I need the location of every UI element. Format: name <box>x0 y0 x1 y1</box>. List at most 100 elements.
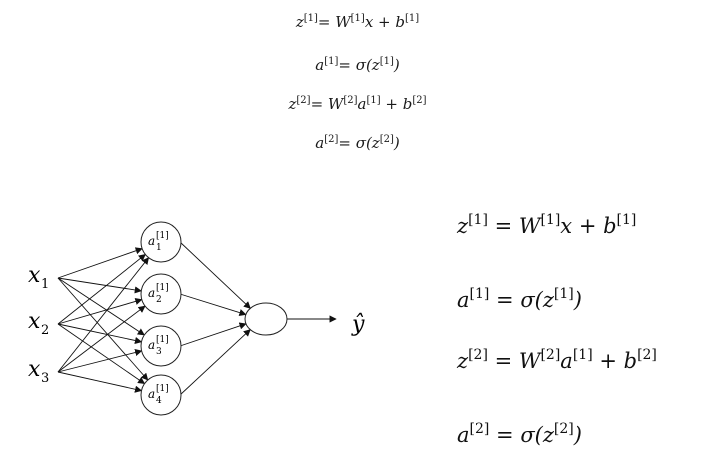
right-equation-4-token-2: ) <box>573 423 582 447</box>
right-equation-1-token-3: [1] <box>616 212 637 228</box>
edge-input-2-to-hidden-3 <box>57 323 143 344</box>
right-equation-2-lhs-superscript: [1] <box>469 286 490 302</box>
edge-hidden-1-to-output <box>179 241 251 309</box>
right-equation-3-token-0: = W <box>487 349 541 373</box>
right-equation-4-lhs: a <box>457 423 470 447</box>
network-nodes <box>140 221 288 416</box>
edge-input-2-to-hidden-4 <box>57 323 146 385</box>
hidden-node-3-label: a <box>148 338 155 352</box>
right-equation-3: z[2] = W[2]a[1] + b[2] <box>457 348 657 372</box>
right-equation-3-token-3: [1] <box>572 347 593 363</box>
top-equation-4-token-0: = σ(z <box>338 134 380 152</box>
right-equation-1-token-0: = W <box>487 214 541 238</box>
right-equation-3-lhs-superscript: [2] <box>468 347 488 363</box>
hidden-node-1-subscript: 1 <box>156 243 162 253</box>
top-equation-3-token-5: [2] <box>412 95 427 106</box>
hidden-node-4 <box>140 374 182 416</box>
right-equation-4-token-1: [2] <box>553 421 574 437</box>
right-equation-3-token-2: a <box>560 349 573 373</box>
right-equation-1-lhs: z <box>457 214 469 238</box>
hidden-node-1 <box>140 221 182 263</box>
hidden-node-2-subscript: 2 <box>156 295 162 305</box>
edge-input-1-to-hidden-1 <box>57 247 143 279</box>
top-equation-3-token-4: + b <box>380 95 413 113</box>
network-edges <box>57 241 337 396</box>
top-equation-2-token-2: ) <box>393 56 400 74</box>
top-equation-3-lhs: z <box>288 95 297 113</box>
input-x1-label: x <box>28 263 41 288</box>
hidden-node-4-subscript: 4 <box>156 396 162 406</box>
top-equation-2-lhs: a <box>315 56 325 74</box>
top-equation-1-lhs-superscript: [1] <box>303 13 318 24</box>
top-equation-2: a[1]= σ(z[1]) <box>0 57 715 73</box>
right-equation-2-lhs: a <box>457 288 470 312</box>
top-equation-4-token-2: ) <box>393 134 400 152</box>
input-x1-subscript: 1 <box>41 277 49 292</box>
right-equation-1-lhs-superscript: [1] <box>468 212 488 228</box>
top-equation-4: a[2]= σ(z[2]) <box>0 135 715 151</box>
top-equation-4-lhs-superscript: [2] <box>324 134 339 145</box>
edge-input-1-to-hidden-2 <box>57 277 142 294</box>
right-equation-2-token-1: [1] <box>553 286 574 302</box>
top-equation-2-token-0: = σ(z <box>338 56 380 74</box>
hidden-node-3-superscript: [1] <box>156 335 169 345</box>
hidden-node-1-superscript: [1] <box>156 231 169 241</box>
top-equation-2-lhs-superscript: [1] <box>324 56 339 67</box>
right-equation-3-token-4: + b <box>592 349 638 373</box>
top-equation-3-token-3: [1] <box>366 95 381 106</box>
hidden-node-3 <box>140 325 182 367</box>
top-equation-1-token-3: [1] <box>405 13 420 24</box>
edge-input-2-to-hidden-2 <box>57 297 143 325</box>
top-equation-1-token-0: = W <box>317 13 351 31</box>
edge-input-1-to-hidden-3 <box>57 277 145 336</box>
top-equation-4-lhs: a <box>315 134 325 152</box>
right-equation-1-token-1: [1] <box>540 212 561 228</box>
edge-hidden-4-to-output <box>179 329 251 396</box>
hidden-node-2 <box>140 273 182 315</box>
hidden-node-2-label: a <box>148 286 155 300</box>
right-equation-1-token-2: x + b <box>560 214 617 238</box>
hidden-node-4-superscript: [1] <box>156 384 169 394</box>
input-x3-subscript: 3 <box>41 371 49 386</box>
hidden-node-4-label: a <box>148 387 155 401</box>
right-equation-2: a[1] = σ(z[1]) <box>457 287 582 311</box>
right-equation-4: a[2] = σ(z[2]) <box>457 422 582 446</box>
right-equation-3-token-1: [2] <box>540 347 561 363</box>
top-equation-3-token-1: [2] <box>343 95 358 106</box>
hidden-node-2-superscript: [1] <box>156 283 169 293</box>
right-equation-3-token-5: [2] <box>637 347 657 363</box>
input-x3-label: x <box>28 357 41 382</box>
top-equation-1: z[1]= W[1]x + b[1] <box>0 14 715 30</box>
output-node <box>244 302 288 336</box>
edge-input-3-to-hidden-1 <box>57 257 150 373</box>
input-x2-subscript: 2 <box>41 323 49 338</box>
edge-input-2-to-hidden-1 <box>57 254 146 325</box>
top-equation-1-token-1: [1] <box>350 13 365 24</box>
right-equation-2-token-2: ) <box>573 288 582 312</box>
top-equation-2-token-1: [1] <box>379 56 394 67</box>
top-equation-3-token-0: = W <box>310 95 344 113</box>
edge-hidden-2-to-output <box>179 293 247 317</box>
edge-hidden-3-to-output <box>179 322 247 347</box>
right-equation-1: z[1] = W[1]x + b[1] <box>457 213 636 237</box>
edge-input-3-to-hidden-2 <box>57 305 146 373</box>
output-label: ŷ <box>351 312 365 337</box>
right-equation-4-token-0: = σ(z <box>489 423 554 447</box>
top-equation-3-lhs-superscript: [2] <box>296 95 311 106</box>
top-equation-4-token-1: [2] <box>379 134 394 145</box>
top-equation-3: z[2]= W[2]a[1] + b[2] <box>0 96 715 112</box>
hidden-node-3-subscript: 3 <box>156 347 162 357</box>
input-x2-label: x <box>28 309 41 334</box>
edge-input-3-to-hidden-3 <box>57 348 143 373</box>
hidden-node-1-label: a <box>148 234 155 248</box>
right-equation-3-lhs: z <box>457 349 469 373</box>
edge-input-1-to-hidden-4 <box>57 277 149 381</box>
top-equation-3-token-2: a <box>357 95 367 113</box>
right-equation-4-lhs-superscript: [2] <box>469 421 490 437</box>
right-equation-2-token-0: = σ(z <box>489 288 554 312</box>
top-equation-1-lhs: z <box>295 13 304 31</box>
top-equation-1-token-2: x + b <box>364 13 405 31</box>
edge-input-3-to-hidden-4 <box>57 371 143 393</box>
